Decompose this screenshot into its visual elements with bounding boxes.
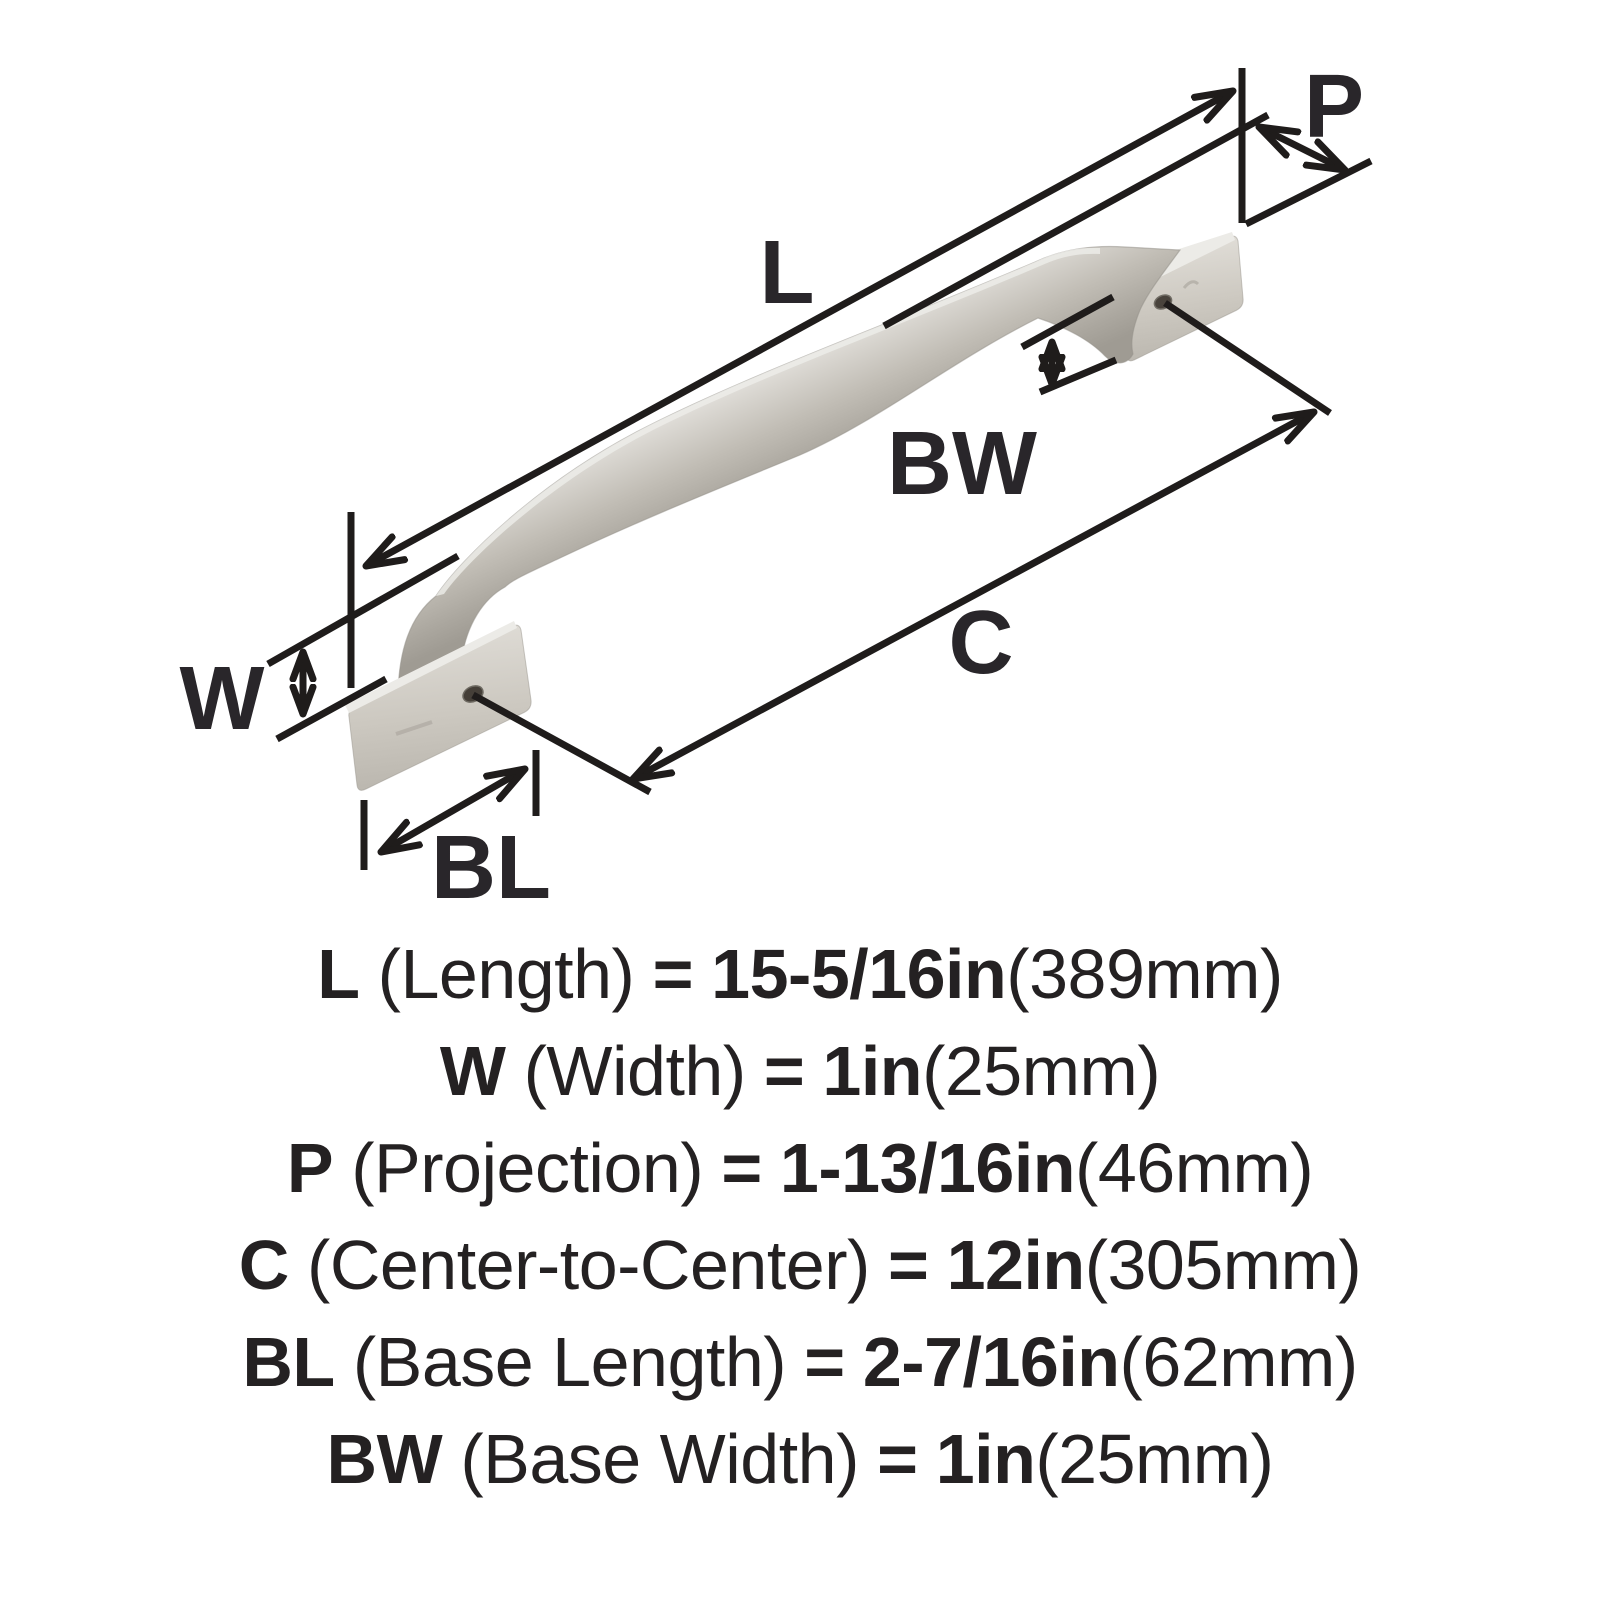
- spec-line-center-to-center: C(Center-to-Center)=12in(305mm): [238, 1217, 1362, 1314]
- spec-line-base-width: BW(Base Width)=1in(25mm): [327, 1411, 1274, 1508]
- spec-name: (Length): [377, 935, 635, 1013]
- equals-sign: =: [721, 1129, 762, 1207]
- l-dimension-line: [366, 91, 1233, 566]
- w-extension-lower: [275, 675, 388, 743]
- spec-value-in: 1in: [935, 1420, 1036, 1498]
- spec-line-projection: P(Projection)=1-13/16in(46mm): [286, 1120, 1314, 1217]
- spec-value-mm: (305mm): [1084, 1226, 1362, 1304]
- bl-dimension-arrow: [381, 769, 525, 852]
- spec-value-in: 15-5/16in: [711, 935, 1007, 1013]
- w-extension-upper: [266, 552, 460, 668]
- label-length: L: [760, 223, 815, 323]
- spec-symbol: C: [238, 1226, 290, 1304]
- spec-value-in: 2-7/16in: [862, 1323, 1120, 1401]
- label-base-length: BL: [431, 818, 551, 918]
- label-width: W: [180, 649, 265, 749]
- spec-name: (Base Length): [352, 1323, 787, 1401]
- engraving-mark: [395, 720, 433, 736]
- spec-line-length: L(Length)=15-5/16in(389mm): [317, 926, 1283, 1023]
- spec-value-mm: (25mm): [922, 1032, 1161, 1110]
- spec-symbol: BL: [242, 1323, 335, 1401]
- spec-line-width: W(Width)=1in(25mm): [439, 1023, 1161, 1120]
- bw-extension-upper: [1020, 293, 1115, 351]
- spec-symbol: P: [286, 1129, 334, 1207]
- dimension-labels: L P BW C W BL: [180, 57, 1364, 918]
- p-extension-top-surface: [882, 111, 1270, 330]
- spec-value-mm: (389mm): [1006, 935, 1283, 1013]
- spec-name: (Projection): [351, 1129, 704, 1207]
- c-extension-right-hole: [1163, 300, 1332, 416]
- equals-sign: =: [877, 1420, 918, 1498]
- p-extension-mount-plane: [1244, 157, 1373, 228]
- spec-value-mm: (62mm): [1119, 1323, 1359, 1401]
- equals-sign: =: [888, 1226, 929, 1304]
- spec-name: (Center-to-Center): [307, 1226, 870, 1304]
- label-base-width: BW: [887, 414, 1037, 514]
- label-center-to-center: C: [949, 593, 1014, 693]
- equals-sign: =: [652, 935, 694, 1013]
- spec-value-in: 12in: [946, 1226, 1086, 1304]
- spec-value-in: 1in: [822, 1032, 923, 1110]
- spec-symbol: W: [439, 1032, 506, 1110]
- handle-diagram-svg: L P BW C W BL: [180, 57, 1373, 918]
- spec-value-in: 1-13/16in: [779, 1129, 1076, 1207]
- spec-symbol: BW: [326, 1420, 443, 1498]
- spec-name: (Width): [523, 1032, 747, 1110]
- spec-name: (Base Width): [460, 1420, 859, 1498]
- dimension-lines: [266, 68, 1373, 870]
- spec-line-base-length: BL(Base Length)=2-7/16in(62mm): [242, 1314, 1359, 1411]
- spec-value-mm: (46mm): [1075, 1129, 1314, 1207]
- spec-value-mm: (25mm): [1035, 1420, 1274, 1498]
- c-extension-left-hole: [471, 691, 652, 796]
- equals-sign: =: [763, 1032, 805, 1110]
- handle-left-base: [345, 621, 532, 791]
- left-base-top-bevel: [345, 621, 517, 713]
- equals-sign: =: [804, 1323, 845, 1401]
- label-projection: P: [1304, 57, 1364, 157]
- spec-legend: L(Length)=15-5/16in(389mm) W(Width)=1in(…: [0, 926, 1600, 1508]
- p-dimension-arrow: [1259, 127, 1345, 170]
- c-dimension-line: [633, 412, 1314, 779]
- spec-symbol: L: [317, 935, 360, 1013]
